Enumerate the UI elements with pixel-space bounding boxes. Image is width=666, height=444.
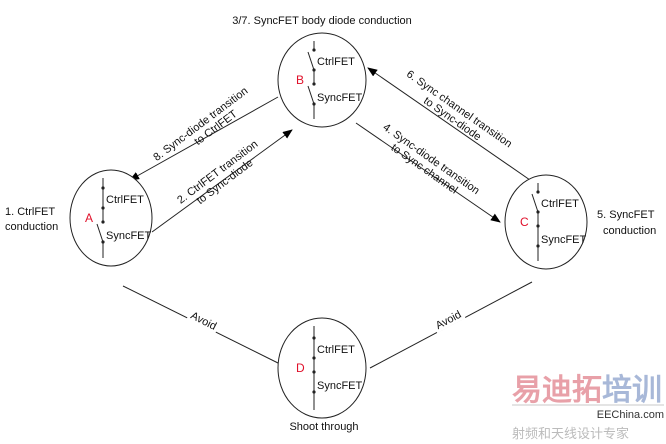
syncfet-switch-icon <box>307 70 316 119</box>
syncfet-label: SyncFET <box>106 230 152 242</box>
avoid-label-left: Avoid <box>188 310 218 333</box>
ctrlfet-label: CtrlFET <box>541 198 579 210</box>
watermark: 易迪拓培训 EEChina.com 射频和天线设计专家 <box>512 373 664 441</box>
ctrlfet-label: CtrlFET <box>106 194 144 206</box>
label-t6-line1: 6. Sync channel transition <box>404 68 514 150</box>
syncfet-switch-icon <box>96 208 105 258</box>
arrow-t4 <box>355 122 501 223</box>
caption-d: Shoot through <box>289 421 358 433</box>
syncfet-switch-icon <box>536 212 540 261</box>
watermark-sub: 射频和天线设计专家 <box>512 426 629 441</box>
state-circle <box>69 169 153 267</box>
state-node-d: CtrlFET SyncFET D <box>277 317 367 419</box>
arrow-t6 <box>367 67 531 181</box>
ctrlfet-label: CtrlFET <box>317 344 355 356</box>
state-node-b: CtrlFET SyncFET B <box>277 32 367 128</box>
watermark-site: EEChina.com <box>597 409 664 421</box>
caption-b: 3/7. SyncFET body diode conduction <box>232 15 412 27</box>
state-symbol: A <box>85 211 93 225</box>
state-symbol: C <box>520 215 529 229</box>
caption-a-line1: 1. CtrlFET <box>5 206 55 218</box>
state-circle <box>504 174 588 270</box>
ctrlfet-switch-icon <box>531 183 540 214</box>
ctrlfet-switch-icon <box>101 178 105 210</box>
syncfet-label: SyncFET <box>541 234 587 246</box>
state-symbol: B <box>296 73 304 87</box>
syncfet-label: SyncFET <box>317 380 363 392</box>
caption-c-line1: 5. SyncFET <box>597 209 655 221</box>
ctrlfet-label: CtrlFET <box>317 56 355 68</box>
state-circle <box>277 317 367 419</box>
arrow-t8 <box>129 96 279 181</box>
caption-c-line2: conduction <box>603 225 656 237</box>
caption-a-line2: conduction <box>5 221 58 233</box>
watermark-brand: 易迪拓培训 <box>512 373 662 407</box>
avoid-label-right: Avoid <box>434 309 464 332</box>
arrow-t2 <box>151 129 293 233</box>
state-symbol: D <box>296 361 305 375</box>
syncfet-label: SyncFET <box>317 92 363 104</box>
state-node-a: CtrlFET SyncFET A <box>69 169 153 267</box>
ctrlfet-switch-icon <box>312 326 316 360</box>
syncfet-switch-icon <box>312 358 316 410</box>
state-circle <box>277 32 367 128</box>
state-node-c: CtrlFET SyncFET C <box>504 174 588 270</box>
